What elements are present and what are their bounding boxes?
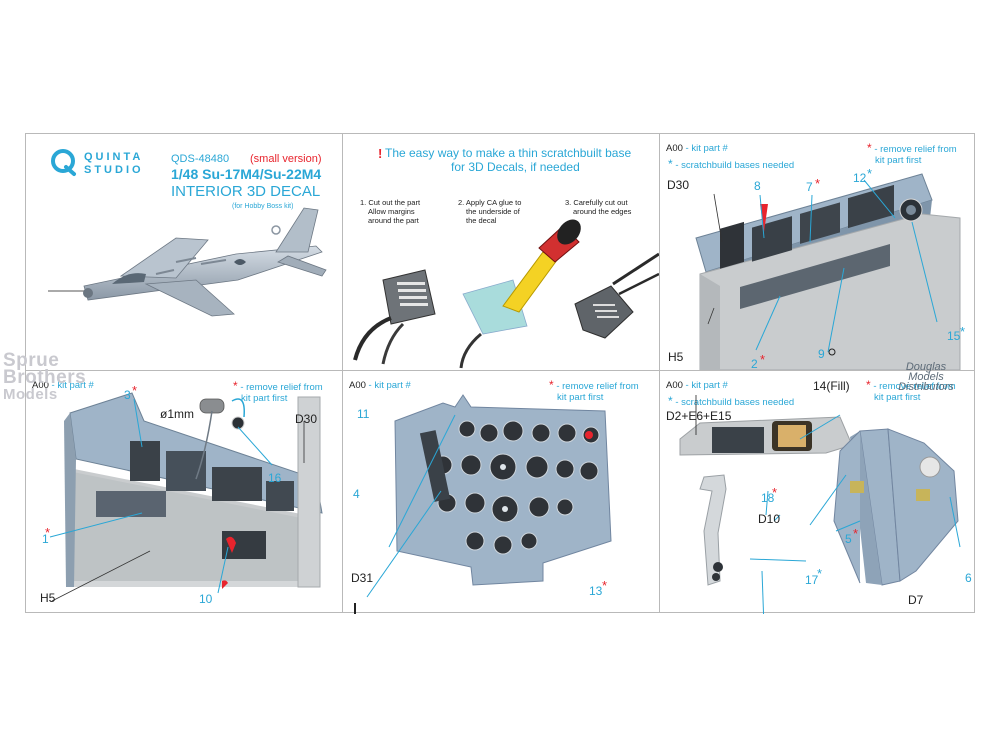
remove-relief-mark: *	[602, 578, 608, 593]
legend-remove: * - remove relief from kit part first	[549, 378, 639, 403]
remove-relief-mark: *	[132, 383, 138, 398]
right-console-panel: A00 - kit part # * - scratchbuild bases …	[660, 134, 976, 370]
part-d31: D31	[351, 571, 374, 585]
callout-8: 8	[754, 179, 761, 193]
callout-4: 4	[353, 487, 360, 501]
legend-kit-part: A00 - kit part #	[666, 380, 728, 391]
brand-name: QUINTA	[84, 151, 144, 163]
callout-11: 11	[357, 407, 370, 421]
product-code: QDS-48480	[171, 153, 230, 165]
callout-18: 18	[761, 491, 775, 505]
remove-relief-mark: *	[760, 352, 766, 367]
part-d30: D30	[667, 178, 690, 192]
divider	[659, 134, 660, 612]
watermark-left: Sprue Brothers Models	[3, 350, 87, 403]
left-console-illustration	[49, 392, 323, 602]
callout-7: 7	[806, 180, 813, 194]
legend-kit-part: A00 - kit part #	[666, 143, 728, 154]
divider	[26, 370, 974, 371]
instruction-sheet: QUINTA STUDIO QDS-48480 (small version) …	[25, 133, 976, 614]
brand-sub: STUDIO	[84, 164, 144, 176]
callout-10: 10	[199, 592, 213, 606]
part-h5: H5	[40, 591, 56, 605]
callout-6: 6	[965, 571, 972, 585]
title-panel: QUINTA STUDIO QDS-48480 (small version) …	[26, 134, 342, 370]
watermark-right: Douglas Models Distributors	[898, 361, 954, 393]
callout-17: 17	[805, 573, 819, 587]
details-panel: A00 - kit part # * - scratchbuild bases …	[660, 371, 976, 614]
callout-1: 1	[42, 532, 49, 546]
instrument-panel-illustration	[354, 394, 612, 614]
part-h5: H5	[668, 350, 684, 364]
legend-kit-part: A00 - kit part #	[349, 380, 411, 391]
callout-5: 5	[845, 532, 852, 546]
scratchbuild-mark: *	[817, 566, 823, 581]
howto-heading: The easy way to make a thin scratchbuilt…	[385, 146, 632, 160]
part-fill: 14(Fill)	[813, 379, 850, 393]
product-subtitle: INTERIOR 3D DECAL	[171, 183, 321, 200]
quinta-logo-icon	[51, 149, 76, 176]
callout-15: 15	[947, 329, 961, 343]
callout-2: 2	[751, 357, 758, 370]
product-title: 1/48 Su-17M4/Su-22M4	[171, 166, 322, 182]
diameter-label: ø1mm	[160, 407, 194, 421]
remove-relief-mark: *	[45, 525, 51, 540]
legend-remove: * - remove relief from kit part first	[233, 379, 323, 404]
part-d2-e6-e15: D2+E6+E15	[666, 409, 732, 423]
part-d30: D30	[295, 412, 318, 426]
howto-illustration	[353, 219, 659, 369]
legend-kit-part: A00 - kit part #	[32, 380, 94, 391]
instrument-panel-panel: A00 - kit part # * - remove relief from …	[343, 371, 659, 614]
legend-bases: * - scratchbuild bases needed	[668, 394, 795, 408]
step-1: 1. Cut out the part Allow margins around…	[360, 198, 421, 225]
details-illustration	[679, 395, 961, 614]
remove-relief-mark: *	[772, 485, 778, 500]
part-d7: D7	[908, 593, 924, 607]
howto-heading-2: for 3D Decals, if needed	[451, 160, 580, 174]
remove-relief-mark: *	[853, 526, 859, 541]
part-d10: D10	[758, 512, 781, 526]
right-console-illustration	[695, 173, 961, 370]
callout-13: 13	[589, 584, 603, 598]
scratchbuild-mark: *	[867, 166, 873, 181]
step-2: 2. Apply CA glue to the underside of the…	[458, 198, 522, 225]
aircraft-illustration	[48, 207, 327, 317]
callout-16: 16	[268, 471, 282, 485]
scratchbuild-mark: *	[960, 324, 966, 339]
step-3: 3. Carefully cut out around the edges	[565, 198, 632, 216]
version-note: (small version)	[250, 153, 322, 165]
kit-note: (for Hobby Boss kit)	[232, 203, 294, 210]
callout-12: 12	[853, 171, 867, 185]
legend-bases: * - scratchbuild bases needed	[668, 157, 795, 171]
divider	[342, 134, 343, 612]
left-console-panel: A00 - kit part # * - remove relief from …	[26, 371, 342, 614]
exclamation-icon: !	[378, 146, 383, 161]
legend-remove: * - remove relief from kit part first	[866, 378, 956, 403]
legend-remove: * - remove relief from kit part first	[867, 141, 957, 166]
callout-9: 9	[818, 347, 825, 361]
howto-panel: ! The easy way to make a thin scratchbui…	[343, 134, 659, 370]
callout-3: 3	[124, 388, 131, 402]
remove-relief-mark: *	[815, 176, 821, 191]
